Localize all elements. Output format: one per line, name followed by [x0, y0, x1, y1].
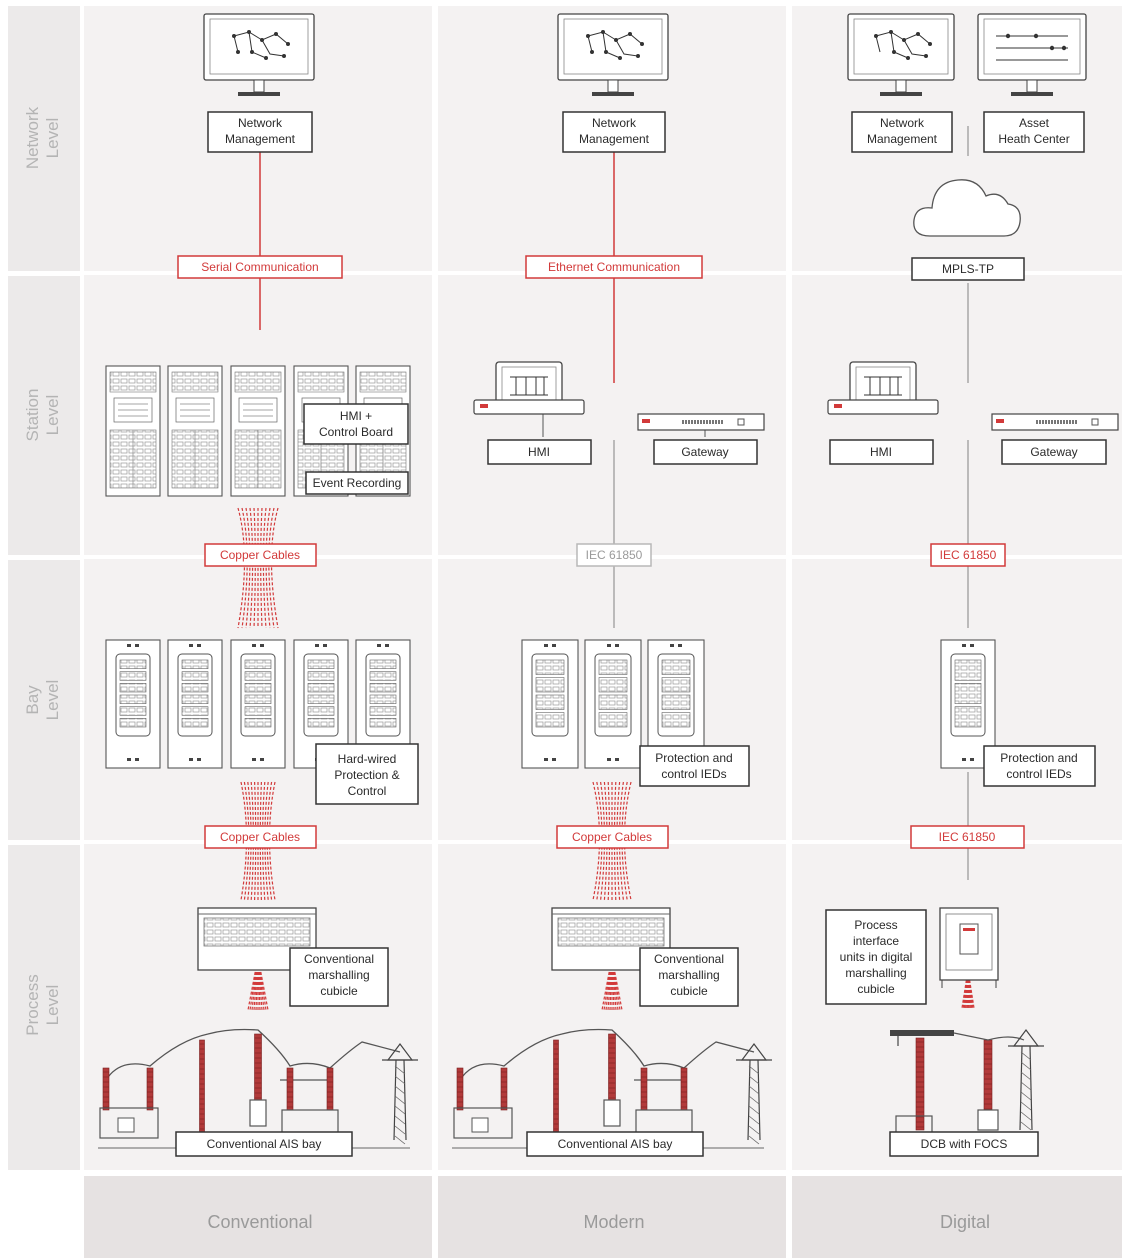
process-level-label: Process Level: [23, 974, 62, 1035]
piu-line1: Process: [854, 918, 897, 932]
piu-line3: units in digital: [840, 950, 913, 964]
modern-marshalling-line1: Conventional: [654, 952, 724, 966]
modern-marshalling-line2: marshalling: [658, 968, 719, 982]
conv-network-mgmt-line1: Network: [238, 116, 283, 130]
conv-ais-bay-label: Conventional AIS bay: [207, 1137, 322, 1151]
digital-hmi-label: HMI: [870, 445, 892, 459]
modern-station-devices: [473, 361, 765, 431]
digital-station-devices: [827, 361, 1119, 431]
hardwired-line2: Protection &: [334, 768, 399, 782]
dcb-focs-icon: [890, 1029, 1044, 1135]
digital-ieds-line1: Protection and: [1000, 751, 1077, 765]
conv-bay-cabinet-icon: [167, 639, 223, 769]
modern-gateway-device-icon: [637, 413, 765, 431]
event-recording-label: Event Recording: [313, 476, 402, 490]
bay-level-line1: Bay: [23, 685, 42, 715]
conv-network-monitor-icon: [203, 13, 315, 96]
process-level-line2: Level: [43, 985, 62, 1026]
mpls-tp-label: MPLS-TP: [942, 262, 994, 276]
station-cabinet-icon: [230, 365, 286, 497]
conv-process-bay-cable-icon: [247, 971, 269, 1011]
conv-network-mgmt-line2: Management: [225, 132, 296, 146]
modern-ied-cabinet-icon: [521, 639, 579, 769]
digital-iec-61850-label-1: IEC 61850: [940, 548, 997, 562]
process-level-line1: Process: [23, 974, 42, 1035]
digital-gateway-label: Gateway: [1030, 445, 1077, 459]
conv-ais-bay-icon: [98, 1028, 418, 1149]
conv-bay-cabinet-icon: [105, 639, 161, 769]
modern-iec-61850-label: IEC 61850: [586, 548, 643, 562]
modern-network-monitor-icon: [557, 13, 669, 96]
asset-health-monitor-icon: [977, 13, 1087, 96]
modern-hmi-workstation-icon: [473, 361, 585, 415]
digital-gateway-device-icon: [991, 413, 1119, 431]
label-boxes: Network Management Network Management Ne…: [175, 111, 1107, 1157]
modern-network-mgmt-line2: Management: [579, 132, 650, 146]
station-cabinet-icon: [105, 365, 161, 497]
modern-marshalling-cubicle-icon: [551, 907, 671, 971]
bay-level-label: Bay Level: [23, 680, 62, 721]
network-level-line1: Network: [23, 106, 42, 169]
conv-bay-cabinet-icon: [230, 639, 286, 769]
asset-health-line2: Heath Center: [998, 132, 1069, 146]
conv-marshalling-line3: cubicle: [320, 984, 358, 998]
station-cabinet-icon: [167, 365, 223, 497]
digital-network-mgmt-line1: Network: [880, 116, 925, 130]
column-labels: Conventional Modern Digital: [207, 1212, 990, 1232]
station-level-line2: Level: [43, 395, 62, 436]
conv-copper-cables-label-1: Copper Cables: [220, 548, 300, 562]
cloud-icon: [913, 179, 1021, 237]
column-modern-label: Modern: [583, 1212, 644, 1232]
hmi-control-board-line1: HMI +: [340, 409, 372, 423]
digital-marshalling-cubicle-icon: [939, 907, 999, 988]
digital-ieds-line2: control IEDs: [1006, 767, 1071, 781]
modern-hmi-label: HMI: [528, 445, 550, 459]
modern-ieds-line1: Protection and: [655, 751, 732, 765]
piu-line4: marshalling: [845, 966, 906, 980]
modern-ais-bay-label: Conventional AIS bay: [558, 1137, 673, 1151]
hmi-control-board-line2: Control Board: [319, 425, 393, 439]
modern-marshalling-line3: cubicle: [670, 984, 708, 998]
bay-level-line2: Level: [43, 680, 62, 721]
modern-gateway-label: Gateway: [681, 445, 728, 459]
station-level-line1: Station: [23, 389, 42, 442]
modern-ied-cabinet-icon: [584, 639, 642, 769]
digital-network-mgmt-line2: Management: [867, 132, 938, 146]
modern-network-mgmt-line1: Network: [592, 116, 637, 130]
hardwired-line1: Hard-wired: [338, 752, 397, 766]
serial-communication-label: Serial Communication: [201, 260, 318, 274]
piu-line2: interface: [853, 934, 899, 948]
digital-iec-61850-label-2: IEC 61850: [939, 830, 996, 844]
column-conventional-label: Conventional: [207, 1212, 312, 1232]
station-level-label: Station Level: [23, 389, 62, 442]
network-level-label: Network Level: [23, 106, 62, 169]
network-monitors: [203, 13, 1087, 96]
piu-line5: cubicle: [857, 982, 895, 996]
conv-station-bay-cable-icon: [237, 507, 279, 629]
conv-marshalling-line2: marshalling: [308, 968, 369, 982]
asset-health-line1: Asset: [1019, 116, 1050, 130]
digital-hmi-workstation-icon: [827, 361, 939, 415]
column-digital-label: Digital: [940, 1212, 990, 1232]
modern-process-bay-cable-icon: [601, 971, 623, 1011]
digital-network-monitor-icon: [847, 13, 955, 96]
hardwired-line3: Control: [348, 784, 387, 798]
ethernet-communication-label: Ethernet Communication: [548, 260, 680, 274]
marshalling-cubicles: [197, 907, 999, 988]
dcb-focs-label: DCB with FOCS: [921, 1137, 1008, 1151]
modern-copper-cables-label: Copper Cables: [572, 830, 652, 844]
conv-marshalling-line1: Conventional: [304, 952, 374, 966]
network-level-line2: Level: [43, 118, 62, 159]
modern-ieds-line2: control IEDs: [661, 767, 726, 781]
conv-copper-cables-label-2: Copper Cables: [220, 830, 300, 844]
level-labels: Network Level Station Level Bay Level Pr…: [23, 106, 62, 1035]
